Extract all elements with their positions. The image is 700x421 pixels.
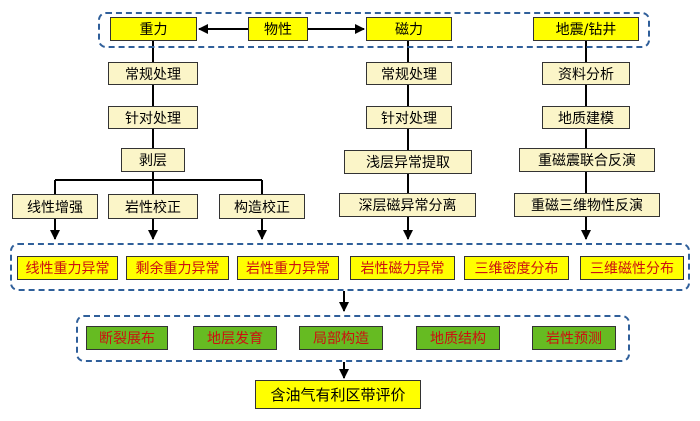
interp-box-lithology-prediction: 岩性预测 [532, 326, 616, 350]
seismic-drill-box: 地震/钻井 [533, 17, 639, 41]
final-evaluation-box: 含油气有利区带评价 [255, 380, 421, 409]
result-box-magnetism: 三维磁性分布 [580, 256, 684, 280]
top-group [98, 12, 650, 48]
joint-inversion-box: 重磁震联合反演 [519, 148, 655, 172]
data-analysis-box: 资料分析 [542, 62, 630, 85]
magnetic-targeted-box: 针对处理 [366, 106, 452, 129]
structure-correction-box: 构造校正 [219, 194, 305, 219]
gravity-box: 重力 [110, 17, 197, 41]
interp-box-faults: 断裂展布 [86, 326, 168, 350]
physical-box: 物性 [248, 17, 308, 41]
lithology-correction-box: 岩性校正 [108, 194, 198, 219]
interpretation-group [76, 315, 630, 362]
geologic-modeling-box: 地质建模 [542, 106, 630, 129]
interp-box-strata: 地层发育 [193, 326, 277, 350]
result-box-linear-gravity: 线性重力异常 [17, 256, 118, 280]
shallow-anomaly-box: 浅层异常提取 [344, 150, 472, 174]
deep-anomaly-box: 深层磁异常分离 [339, 193, 476, 217]
result-box-lithology-gravity: 岩性重力异常 [237, 256, 339, 280]
result-box-residual-gravity: 剩余重力异常 [126, 256, 229, 280]
results-group [10, 243, 690, 291]
gravity-routine-box: 常规处理 [108, 62, 198, 85]
interp-box-local-structure: 局部构造 [299, 326, 383, 350]
linear-enhance-box: 线性增强 [12, 194, 98, 219]
interp-box-geologic-structure: 地质结构 [416, 326, 500, 350]
gravity-targeted-box: 针对处理 [108, 106, 198, 129]
stripping-box: 剥层 [121, 148, 185, 172]
magnetic-routine-box: 常规处理 [366, 62, 452, 85]
magnetic-box: 磁力 [366, 17, 452, 41]
result-box-lithology-magnetic: 岩性磁力异常 [350, 256, 455, 280]
result-box-density: 三维密度分布 [464, 256, 569, 280]
property-inversion-box: 重磁三维物性反演 [514, 193, 660, 217]
